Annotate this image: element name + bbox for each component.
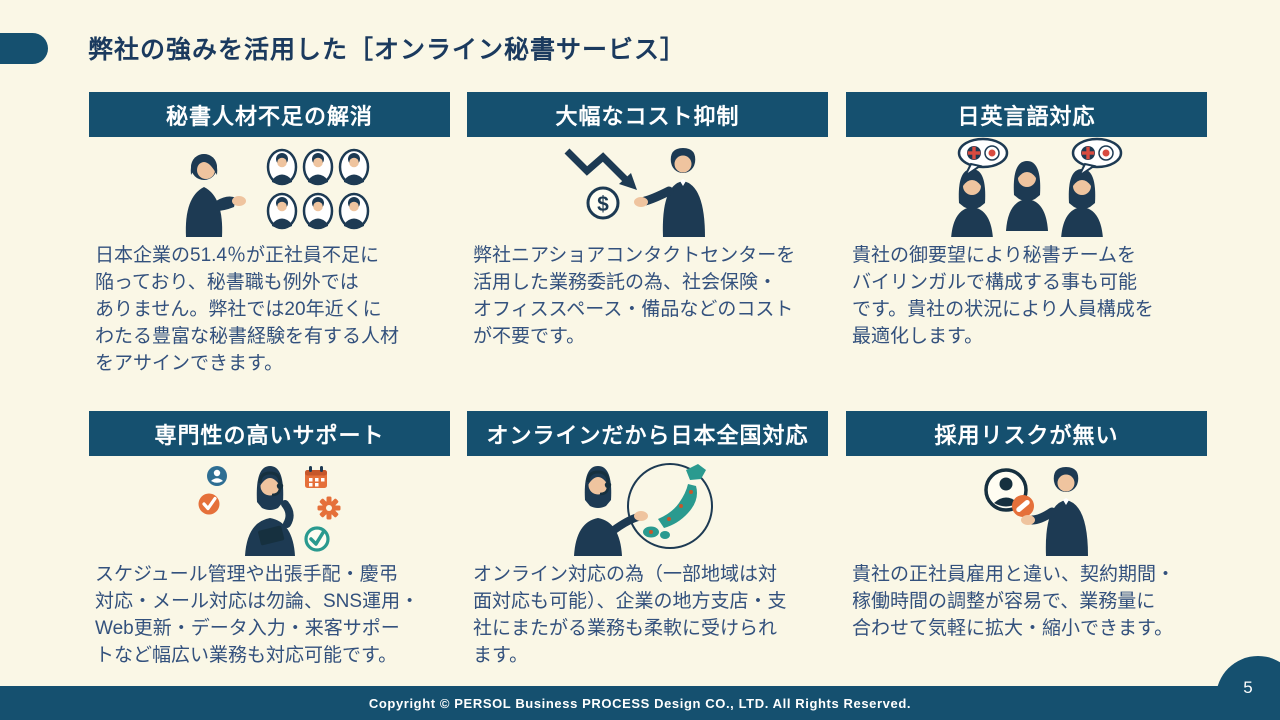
no-hiring-prohibition-illustration bbox=[846, 458, 1207, 556]
card-body-text: スケジュール管理や出張手配・慶弔 対応・メール対応は勿論、SNS運用・ Web更… bbox=[95, 564, 420, 666]
operator-with-japan-map-illustration bbox=[467, 458, 828, 556]
card-header: 秘書人材不足の解消 bbox=[89, 92, 450, 137]
page-title: 弊社の強みを活用した［オンライン秘書サービス］ bbox=[88, 36, 687, 64]
card-title: 秘書人材不足の解消 bbox=[165, 103, 373, 129]
card-title: 採用リスクが無い bbox=[934, 422, 1119, 448]
card-bilingual-support: 日英言語対応 bbox=[846, 92, 1207, 350]
card-header: 採用リスクが無い bbox=[846, 411, 1207, 456]
cost-down-arrow-dollar-illustration: $ bbox=[467, 139, 828, 237]
card-header: オンラインだから日本全国対応 bbox=[467, 411, 828, 456]
card-body-text: 日本企業の51.4％が正社員不足に 陥っており、秘書職も例外では ありません。弊… bbox=[95, 245, 400, 374]
card-title: 日英言語対応 bbox=[957, 103, 1096, 129]
copyright-text: Copyright © PERSOL Business PROCESS Desi… bbox=[368, 695, 912, 711]
svg-text:$: $ bbox=[597, 193, 609, 216]
card-title: 専門性の高いサポート bbox=[154, 422, 385, 448]
card-expert-support: 専門性の高いサポート bbox=[89, 411, 450, 669]
card-body-text: 貴社の御要望により秘書チームを バイリンガルで構成する事も可能 です。貴社の状況… bbox=[852, 245, 1154, 347]
bilingual-team-flags-illustration bbox=[846, 137, 1207, 237]
presenter-with-candidate-avatars-illustration bbox=[89, 139, 450, 237]
footer-bar: Copyright © PERSOL Business PROCESS Desi… bbox=[0, 686, 1280, 720]
card-title: オンラインだから日本全国対応 bbox=[486, 422, 809, 448]
page-number: 5 bbox=[1243, 678, 1253, 697]
card-cost-reduction: 大幅なコスト抑制 $ 弊社ニアショアコンタクトセンターを 活用した業務委託の為、… bbox=[467, 92, 828, 350]
card-body-text: オンライン対応の為（一部地域は対 面対応も可能）、企業の地方支店・支 社にまたが… bbox=[473, 564, 787, 666]
card-body-text: 貴社の正社員雇用と違い、契約期間・ 稼働時間の調整が容易で、業務量に 合わせて気… bbox=[852, 564, 1176, 639]
card-title: 大幅なコスト抑制 bbox=[555, 103, 740, 129]
card-header: 専門性の高いサポート bbox=[89, 411, 450, 456]
card-body-text: 弊社ニアショアコンタクトセンターを 活用した業務委託の為、社会保険・ オフィスス… bbox=[473, 245, 796, 347]
card-nationwide-coverage: オンラインだから日本全国対応 bbox=[467, 411, 828, 669]
card-header: 日英言語対応 bbox=[846, 92, 1207, 137]
title-accent-tab bbox=[0, 33, 48, 64]
operator-with-task-icons-illustration bbox=[89, 458, 450, 556]
card-no-hiring-risk: 採用リスクが無い 貴社の正社員雇用と違い、契約期間・ 稼働時間の調整が容易で、業… bbox=[846, 411, 1207, 642]
card-header: 大幅なコスト抑制 bbox=[467, 92, 828, 137]
card-secretary-shortage: 秘書人材不足の解消 bbox=[89, 92, 450, 377]
